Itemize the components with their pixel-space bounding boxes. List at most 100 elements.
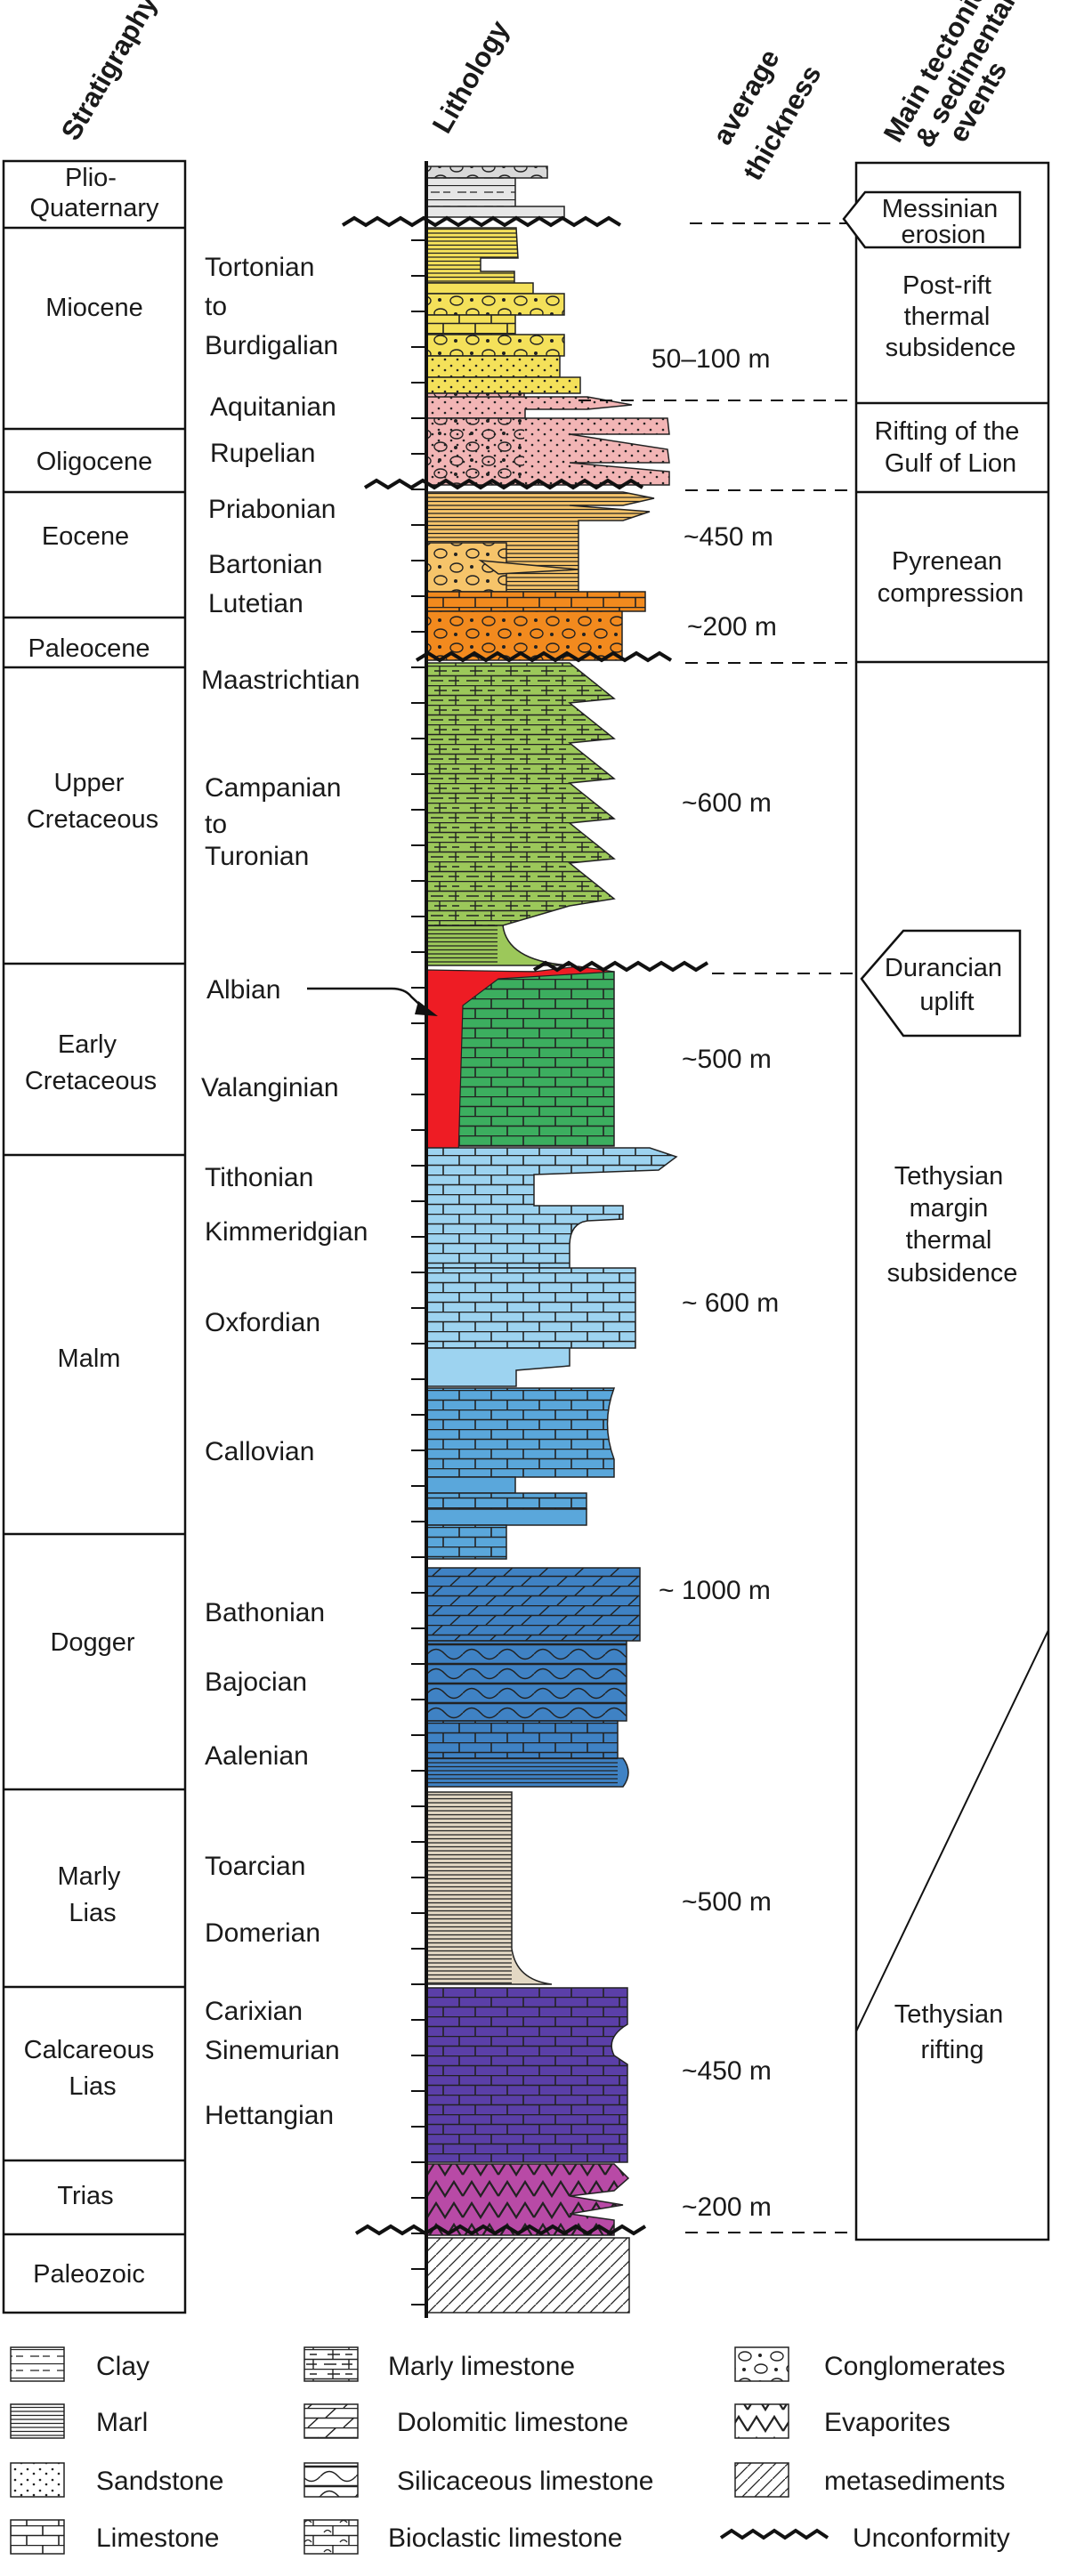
event-post-rift-line1: Post-rift bbox=[902, 271, 991, 300]
strat-ec-line2: Cretaceous bbox=[25, 1067, 157, 1095]
strat-calcareous-lias: Calcareous Lias bbox=[24, 2036, 162, 2101]
legend-item-sandstone: Sandstone bbox=[10, 2462, 223, 2498]
stage-sinemurian: Sinemurian bbox=[205, 2036, 340, 2065]
strat-dogger: Dogger bbox=[50, 1628, 134, 1657]
legend-evaporites-pattern bbox=[735, 2404, 789, 2438]
event-tethysian-margin: Tethysian margin thermal subsidence bbox=[887, 1162, 1018, 1288]
stage-bartonian: Bartonian bbox=[208, 550, 322, 579]
litho-trias-pattern bbox=[426, 2164, 628, 2235]
thickness-labels: 50–100 m ~450 m ~200 m ~600 m ~500 m ~ 6… bbox=[651, 344, 779, 2222]
strat-early-cretaceous: Early Cretaceous bbox=[25, 1030, 157, 1095]
stage-hettangian: Hettangian bbox=[205, 2101, 334, 2130]
stratigraphy-column: Plio- Quaternary Miocene Oligocene Eocen… bbox=[2, 159, 187, 2314]
litho-uc-marl-pattern bbox=[426, 925, 498, 964]
strat-plio-line1: Plio- bbox=[65, 164, 117, 192]
legend-item-bioclastic-limestone: Bioclastic limestone bbox=[303, 2519, 622, 2555]
events-frame bbox=[854, 161, 1050, 2241]
event-durancian: Durancian uplift bbox=[885, 954, 1009, 1016]
event-tethysian-margin-line3: thermal bbox=[906, 1226, 992, 1255]
event-messinian-line2: erosion bbox=[901, 221, 985, 249]
legend-limestone-label: Limestone bbox=[96, 2524, 219, 2553]
stratigraphy-frame bbox=[2, 159, 187, 2314]
litho-plio-top-pattern bbox=[425, 166, 548, 179]
litho-dogger-1-pattern bbox=[426, 1568, 640, 1641]
thickness-paleocene: ~200 m bbox=[687, 612, 777, 642]
legend-conglomerates-pattern bbox=[735, 2347, 789, 2381]
events-dividers bbox=[856, 401, 1048, 664]
thickness-miocene: 50–100 m bbox=[651, 344, 770, 374]
stage-labels: Tortonian to Burdigalian Aquitanian Rupe… bbox=[201, 253, 368, 2130]
event-post-rift: Post-rift thermal subsidence bbox=[886, 271, 1016, 362]
litho-marly-lias-pattern bbox=[426, 1792, 512, 1984]
stage-bathonian: Bathonian bbox=[205, 1598, 325, 1627]
litho-malm-8-pattern bbox=[426, 1525, 506, 1559]
legend-sandstone-pattern bbox=[11, 2463, 64, 2497]
messinian-box bbox=[842, 190, 1022, 249]
event-rifting-gulf-line2: Gulf of Lion bbox=[885, 449, 1016, 478]
litho-calcareous-lias-pattern bbox=[426, 1988, 627, 2162]
event-pyrenean: Pyrenean compression bbox=[878, 547, 1024, 608]
legend-item-clay: Clay bbox=[10, 2346, 150, 2382]
unconformity-messinian bbox=[341, 215, 622, 228]
legend-clay-pattern bbox=[11, 2347, 64, 2381]
strat-ml-line1: Marly bbox=[58, 1862, 121, 1891]
legend-marl-pattern bbox=[11, 2404, 64, 2438]
thickness-malm: ~ 600 m bbox=[682, 1288, 779, 1318]
unconformity-icon bbox=[719, 2528, 829, 2540]
litho-miocene-2 bbox=[425, 282, 534, 295]
event-messinian: Messinian erosion bbox=[882, 195, 1006, 249]
stratigraphy-dividers bbox=[4, 226, 185, 2236]
strat-ec-line1: Early bbox=[58, 1030, 117, 1059]
strat-plio-line2: Quaternary bbox=[29, 194, 159, 222]
strat-cl-line2: Lias bbox=[69, 2072, 116, 2101]
lithology-column bbox=[411, 161, 678, 2318]
thickness-marly-lias: ~500 m bbox=[682, 1887, 772, 1917]
litho-miocene-1-pattern bbox=[426, 228, 518, 283]
event-tethysian-margin-line1: Tethysian bbox=[894, 1162, 1004, 1191]
legend-item-marl: Marl bbox=[10, 2403, 148, 2439]
litho-oligocene-2-pattern bbox=[426, 397, 632, 418]
legend-marly-limestone-label: Marly limestone bbox=[388, 2352, 575, 2381]
unconformity-albian bbox=[532, 960, 709, 973]
thickness-dogger: ~ 1000 m bbox=[659, 1576, 771, 1605]
legend-item-metasediments: metasediments bbox=[734, 2462, 1005, 2498]
event-pyrenean-line1: Pyrenean bbox=[892, 547, 1002, 576]
litho-dogger-4-pattern bbox=[426, 1758, 618, 1787]
event-post-rift-line2: thermal bbox=[904, 303, 991, 331]
legend-item-conglomerates: Conglomerates bbox=[734, 2346, 1005, 2382]
event-rifting-gulf: Rifting of the Gulf of Lion bbox=[875, 417, 1027, 478]
stage-to-1: to bbox=[205, 292, 227, 321]
lithology-ticks bbox=[411, 239, 426, 2305]
legend-silicaceous-limestone-pattern bbox=[304, 2463, 358, 2497]
legend-item-marly-limestone: Marly limestone bbox=[303, 2346, 575, 2382]
thickness-early-cretaceous: ~500 m bbox=[682, 1045, 772, 1074]
litho-malm-6-pattern bbox=[426, 1493, 587, 1509]
event-tethysian-rifting-line1: Tethysian bbox=[894, 2000, 1004, 2029]
litho-miocene-7-pattern bbox=[426, 377, 580, 393]
litho-malm-2-pattern bbox=[426, 1268, 635, 1348]
stage-callovian: Callovian bbox=[205, 1437, 314, 1466]
legend-metasediments-label: metasediments bbox=[824, 2467, 1005, 2496]
litho-miocene-3-pattern bbox=[426, 294, 564, 315]
legend-item-limestone: Limestone bbox=[10, 2519, 219, 2555]
unconformity-oligocene bbox=[363, 478, 644, 490]
stage-burdigalian: Burdigalian bbox=[205, 331, 338, 360]
event-tethysian-margin-line4: subsidence bbox=[887, 1259, 1018, 1288]
stage-tortonian: Tortonian bbox=[205, 253, 314, 282]
litho-dogger-2-pattern bbox=[426, 1641, 627, 1721]
legend-clay-label: Clay bbox=[96, 2352, 150, 2381]
legend-item-dolomitic-limestone: Dolomitic limestone bbox=[303, 2403, 628, 2439]
legend: Clay Marl Sandstone Limestone Marly lime… bbox=[10, 2346, 1010, 2555]
header-thickness: average thickness bbox=[707, 44, 828, 185]
stage-carixian: Carixian bbox=[205, 1997, 303, 2026]
litho-malm-4-pattern bbox=[426, 1388, 614, 1477]
albian-arrow-icon bbox=[415, 1001, 438, 1016]
thickness-trias: ~200 m bbox=[682, 2192, 772, 2222]
stage-priabonian: Priabonian bbox=[208, 495, 336, 524]
event-rifting-gulf-line1: Rifting of the bbox=[875, 417, 1020, 446]
litho-early-cretaceous-pattern bbox=[454, 972, 614, 1146]
litho-miocene-6-pattern bbox=[426, 356, 560, 377]
unconformity-paleocene bbox=[415, 650, 673, 663]
litho-malm-3 bbox=[425, 1347, 570, 1387]
litho-malm-1-pattern bbox=[426, 1148, 676, 1268]
